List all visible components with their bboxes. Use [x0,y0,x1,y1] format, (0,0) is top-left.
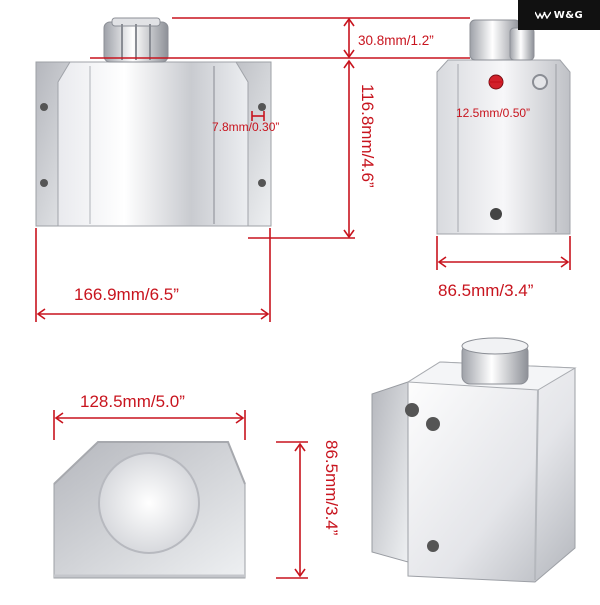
port-diameter-label: 12.5mm/0.50” [456,106,531,120]
cap-height-label: 30.8mm/1.2” [358,33,434,48]
iso-drain-port [427,540,439,552]
bottom-height-label: 86.5mm/3.4” [322,440,341,536]
dimension-lines [35,17,571,579]
wall-thickness-label: 7.8mm/0.30” [212,120,280,134]
outlet-port [532,74,548,90]
side-width-label: 86.5mm/3.4” [438,281,534,300]
flange-hole [258,179,266,187]
iso-cap-top [461,337,529,355]
bottom-width-label: 128.5mm/5.0” [80,392,185,411]
arrowheads [343,17,355,59]
body-edge [534,389,539,581]
brand-logo-text: W&G [553,9,584,21]
bottom-boss [98,452,200,554]
arrowheads [294,442,306,578]
overall-length-label: 166.9mm/6.5” [74,285,179,304]
wing-mark-icon [534,11,551,19]
bottom-view-tank [53,441,246,579]
tank-body [57,61,249,227]
iso-flange [371,381,409,563]
arrowheads [36,308,270,320]
iso-port [426,417,440,431]
flange-hole [40,103,48,111]
arrowheads [437,256,570,268]
arrowheads [343,59,355,239]
flange-hole [40,179,48,187]
bend-edge [53,441,246,485]
tank-side-body [436,59,571,235]
iso-port [405,403,419,417]
filler-neck [509,27,535,61]
drain-port [490,208,502,220]
side-view-tank [436,19,571,235]
flange-hole [258,103,266,111]
arrowheads [54,412,245,424]
brand-logo: W&G [518,0,600,30]
front-view-tank [35,17,272,227]
tank-height-label: 116.8mm/4.6” [358,84,377,188]
isometric-view-tank [371,337,577,583]
